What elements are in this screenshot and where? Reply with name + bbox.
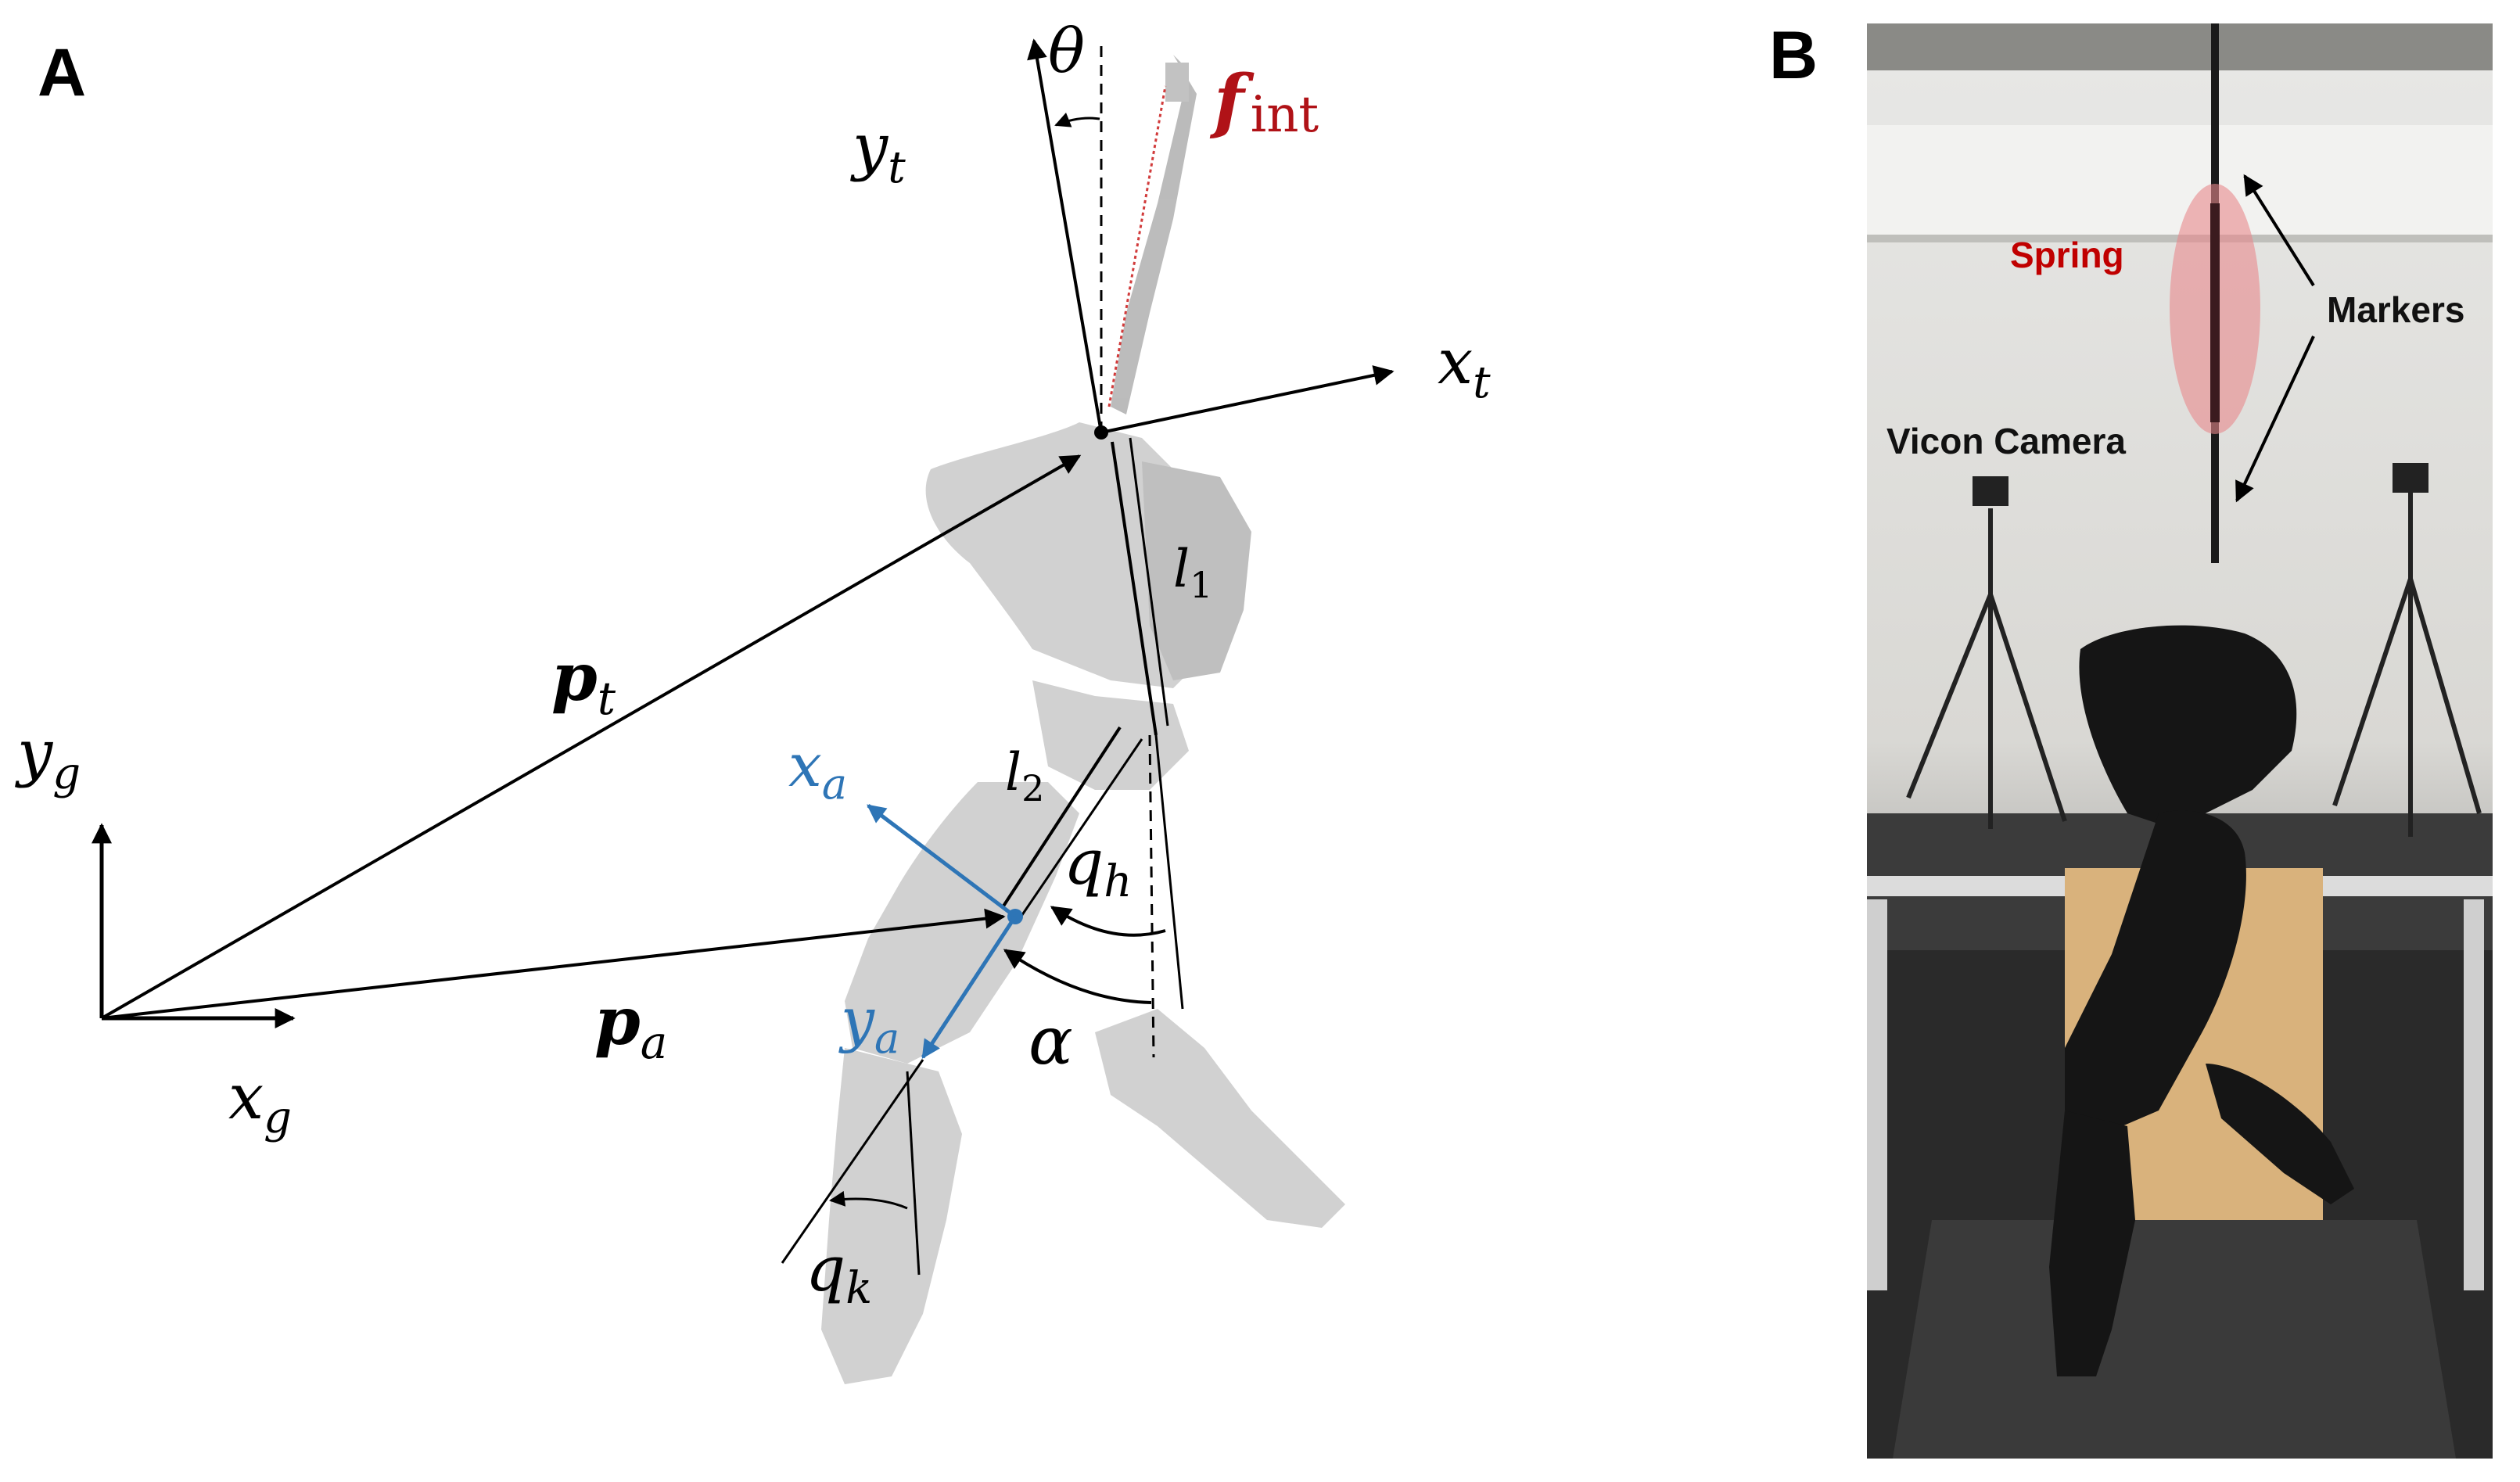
thigh-x-label: xa [788,730,847,809]
exoskeleton-photo [2049,625,2354,1376]
torso-x-label: xt [1438,325,1491,408]
qk-arc [829,1190,908,1210]
thigh-x-axis [867,804,1017,918]
theta-label: θ [1048,16,1085,87]
torso-y-axis [1027,38,1103,433]
pt-vector-label: pt [551,638,616,725]
global-y-label: yg [15,716,81,799]
theta-arc [1054,113,1100,127]
vicon-camera-label: Vicon Camera [1886,421,2126,461]
qh-label: qh [1064,826,1132,907]
l2-label: l2 [1005,742,1044,809]
thigh-y-label: ya [838,985,899,1063]
lab-photo [1867,23,2493,1459]
markers-arrow-bottom [2235,336,2315,503]
torso-y-label: yt [850,110,906,193]
l1-label: l1 [1173,539,1212,606]
l1-bracket [1129,437,1169,727]
global-x-label: xg [228,1060,292,1143]
thigh-y-axis [921,915,1018,1060]
qk-label: qk [806,1233,872,1314]
pa-vector-label: pa [594,982,667,1069]
torso-x-axis [1100,365,1395,434]
vicon-camera-left-icon [1906,476,2067,829]
panel-a-label: A [38,35,86,110]
qh-arc [1050,906,1166,937]
pa-vector-line [101,908,1006,1020]
panel-b-label: B [1769,18,1818,93]
markers-arrow-top [2243,174,2315,287]
thigh-link-line-1 [1001,726,1122,909]
torso-link-line [1111,441,1158,736]
torso-extension-line [1154,734,1184,1010]
force-line [1107,85,1167,407]
vicon-camera-right-icon [2332,463,2482,837]
alpha-label: α [1028,1003,1073,1079]
markers-label: Markers [2327,289,2464,330]
hip-vertical-dashed [1148,734,1155,1058]
spring-label: Spring [2010,235,2124,275]
shank-line-1 [781,1059,924,1264]
alpha-arc [1003,949,1152,1004]
pt-vector-line [101,454,1082,1020]
shank-line-2 [906,1071,921,1276]
thigh-link-line-2 [1015,738,1143,924]
exoskeleton-silhouette [821,55,1345,1384]
